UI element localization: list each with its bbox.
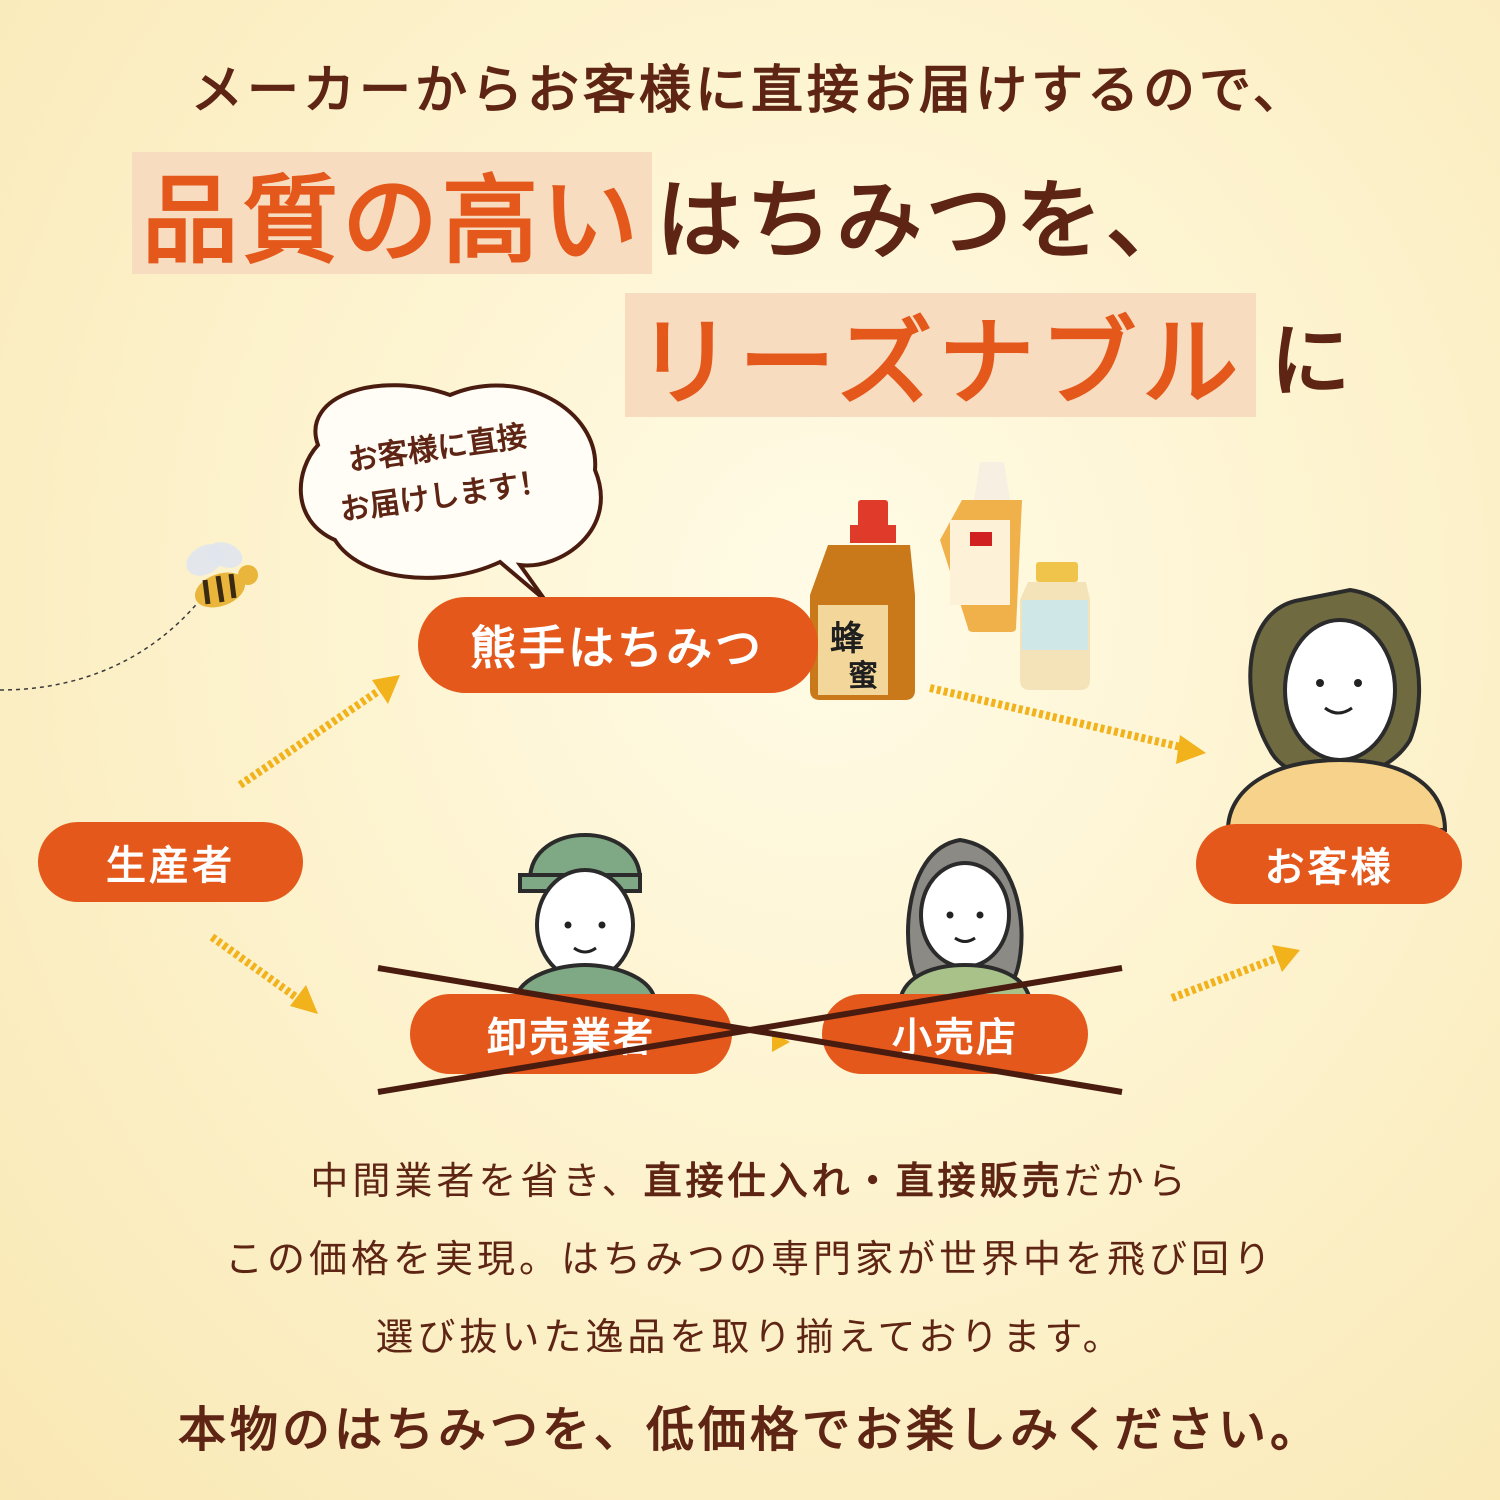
svg-text:蜜: 蜜 (848, 659, 878, 694)
speech-bubble (298, 383, 603, 602)
bee-icon (0, 542, 258, 691)
headline-line2: 品質の高い はちみつを、 (132, 150, 1196, 277)
flow-arrows (209, 675, 1300, 1052)
headline-line1: メーカーからお客様に直接お届けするので、 (191, 60, 1309, 121)
customer-illustration (1225, 587, 1448, 832)
retailer-label: 小売店 (822, 994, 1088, 1074)
body-line4: 本物のはちみつを、低価格でお楽しみください。 (177, 1402, 1322, 1458)
body-line1-c: だから (1063, 1159, 1190, 1203)
body-line1: 中間業者を省き、直接仕入れ・直接販売だから (0, 1150, 1500, 1205)
producer-label: 生産者 (38, 822, 303, 902)
headline-quality-highlight: 品質の高い (132, 151, 652, 277)
headline-line3: リーズナブル に (625, 292, 1351, 419)
customer-label: お客様 (1196, 824, 1462, 904)
body-line1-a: 中間業者を省き、 (310, 1159, 644, 1203)
headline-honey-text: はちみつを、 (656, 170, 1196, 271)
wholesaler-illustration (512, 833, 658, 1002)
body-line2: この価格を実現。はちみつの専門家が世界中を飛び回り (224, 1237, 1275, 1281)
headline-reasonable-highlight: リーズナブル (625, 292, 1257, 419)
svg-text:蜂: 蜂 (830, 619, 865, 659)
body-line1-b: 直接仕入れ・直接販売 (643, 1158, 1064, 1203)
product-bottle-large: 蜂 蜜 (810, 500, 915, 700)
product-jar (1020, 562, 1090, 690)
company-label: 熊手はちみつ (418, 597, 818, 693)
body-line3: 選び抜いた逸品を取り揃えております。 (375, 1315, 1125, 1359)
headline-ni-text: に (1270, 313, 1351, 408)
product-squeeze-bottle (940, 462, 1022, 632)
